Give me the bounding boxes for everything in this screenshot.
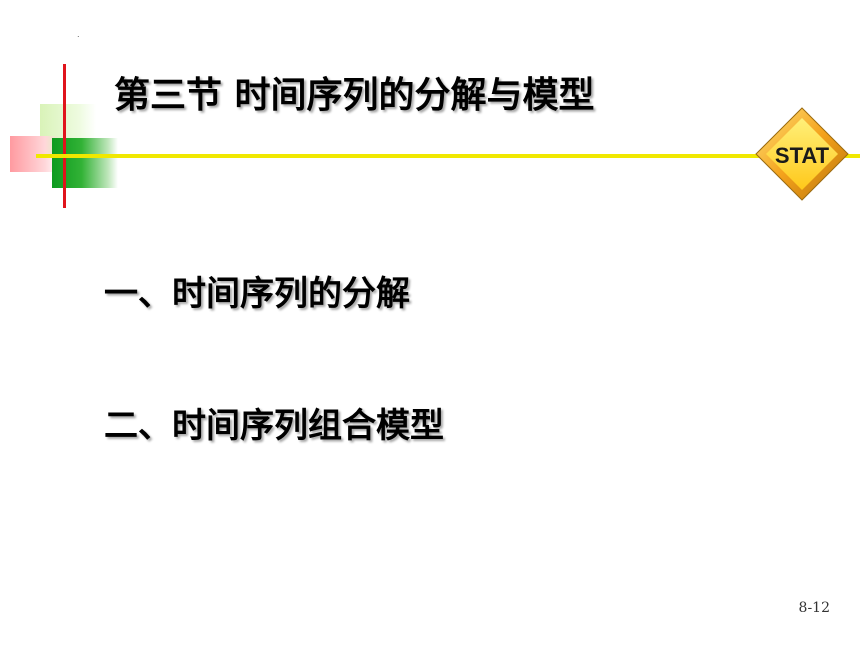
list-item-decomposition: 一、时间序列的分解 — [104, 274, 410, 314]
page-number: 8-12 — [798, 600, 830, 616]
title-underline — [36, 154, 860, 158]
corner-mark: . — [77, 30, 80, 39]
slide-title: 第三节 时间序列的分解与模型 — [114, 75, 595, 116]
decor-red-line — [63, 64, 66, 208]
stat-diamond-icon: STAT — [755, 107, 849, 201]
stat-badge-text: STAT — [775, 143, 830, 168]
decor-square-dark-green — [52, 138, 118, 188]
list-item-combined-model: 二、时间序列组合模型 — [104, 406, 444, 446]
